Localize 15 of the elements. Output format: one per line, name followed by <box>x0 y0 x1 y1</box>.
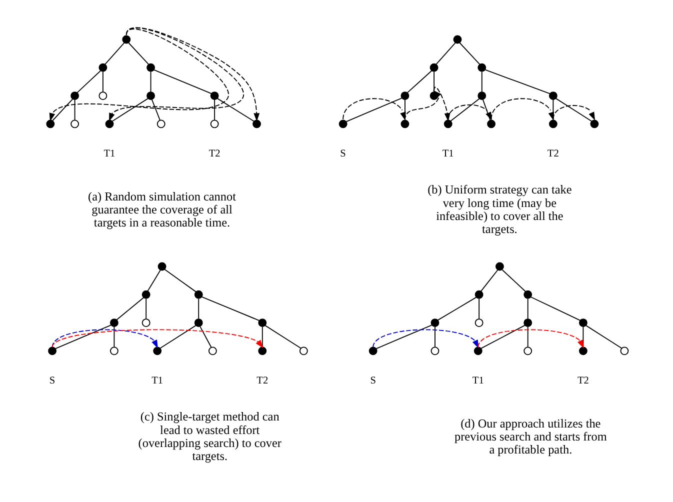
node-label: S <box>49 375 56 386</box>
node-label: S <box>370 375 376 386</box>
node-label: T1 <box>472 375 484 386</box>
node-label: T1 <box>152 375 164 386</box>
label: (d) Our approach utilizes the previous search and starts from a profitable path. <box>454 416 607 456</box>
label: (c) Single-target method can lead to wasted effort (overlapping search) to cover targets. <box>138 409 282 463</box>
node-label: T2 <box>577 375 589 386</box>
node-label: T2 <box>547 148 559 160</box>
node-label: T1 <box>442 148 454 160</box>
node-label: S <box>340 148 346 160</box>
node-label: T2 <box>208 148 220 160</box>
label: (a) Random simulation cannot guarantee the coverage of all targets in a reasonable time. <box>88 188 236 230</box>
node-label: T2 <box>256 375 268 386</box>
label: (b) Uniform strategy can take very long time (may be infeasible) to cover all the targets. <box>428 182 572 236</box>
node-label: T1 <box>104 148 116 160</box>
